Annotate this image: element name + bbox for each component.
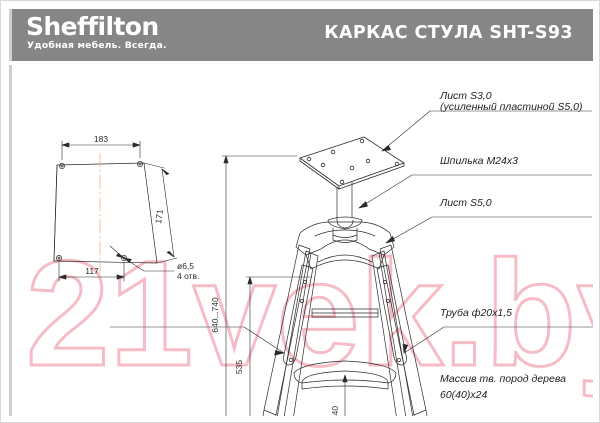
annotation-hardwood-line1: Массив тв. пород дерева: [440, 373, 566, 385]
stud-flange: [327, 216, 363, 243]
dim-label-detail-side-length: 171: [153, 209, 165, 225]
leader-sheet-s50: [385, 216, 593, 244]
dim-label-overall-height: 640...740: [210, 297, 220, 333]
annotation-stud-line1: Шпилька М24х3: [440, 155, 518, 167]
lower-foot-ring: [293, 360, 397, 390]
dim-lower-brace-height: [342, 374, 348, 416]
leader-hole-callout: [109, 245, 175, 272]
dim-overall-height: [221, 155, 298, 416]
annotation-tube-line1: Труба ф20х1,5: [440, 307, 512, 319]
dim-label-detail-bottom-width: 117: [85, 266, 99, 276]
header-bar: Sheffilton Удобная мебель. Всегда. КАРКА…: [9, 9, 593, 61]
dim-seat-height: [245, 276, 313, 416]
annotation-sheet-s30-line1: Лист S3,0: [439, 90, 492, 102]
upper-cross-brace: [311, 308, 379, 318]
wood-rail-left: [283, 264, 314, 366]
leader-sheet-s30: [381, 110, 593, 152]
brand-name: Sheffilton: [26, 12, 159, 41]
top-bracket: [295, 221, 395, 270]
dim-detail-side-length: [143, 162, 178, 264]
technical-drawing: 640...740 535 340 440 183 117 171 ø6,5 4…: [53, 90, 593, 416]
annotation-sheet-s30-line2: (усиленный пластиной S5,0): [440, 101, 582, 113]
document-title: КАРКАС СТУЛА SHT-S93: [324, 23, 573, 43]
wood-rail-right: [376, 264, 407, 366]
dim-label-lower-brace-height: 340: [330, 406, 340, 416]
dim-label-seat-height: 535: [234, 360, 244, 374]
brand-tagline: Удобная мебель. Всегда.: [27, 40, 167, 51]
drawing-sheet: 21vek.by: [9, 65, 593, 416]
leg-right-rear: [379, 244, 428, 416]
dim-label-hole-count: 4 отв.: [177, 271, 199, 281]
leader-tube: [109, 326, 285, 356]
dim-label-detail-top-width: 183: [94, 134, 108, 144]
threaded-stud: [336, 181, 354, 229]
dim-detail-top-width: [61, 140, 141, 161]
plate-detail-view: [53, 152, 158, 274]
mounting-plate: [299, 136, 405, 190]
annotation-sheet-s50-line1: Лист S5,0: [439, 197, 492, 209]
dim-detail-bottom-width: [58, 261, 125, 282]
dim-label-hole-diameter: ø6,5: [177, 261, 194, 271]
annotation-hardwood-line2: 60(40)х24: [440, 389, 487, 401]
leader-hardwood: [402, 326, 593, 354]
brand-block: Sheffilton Удобная мебель. Всегда.: [24, 12, 214, 52]
